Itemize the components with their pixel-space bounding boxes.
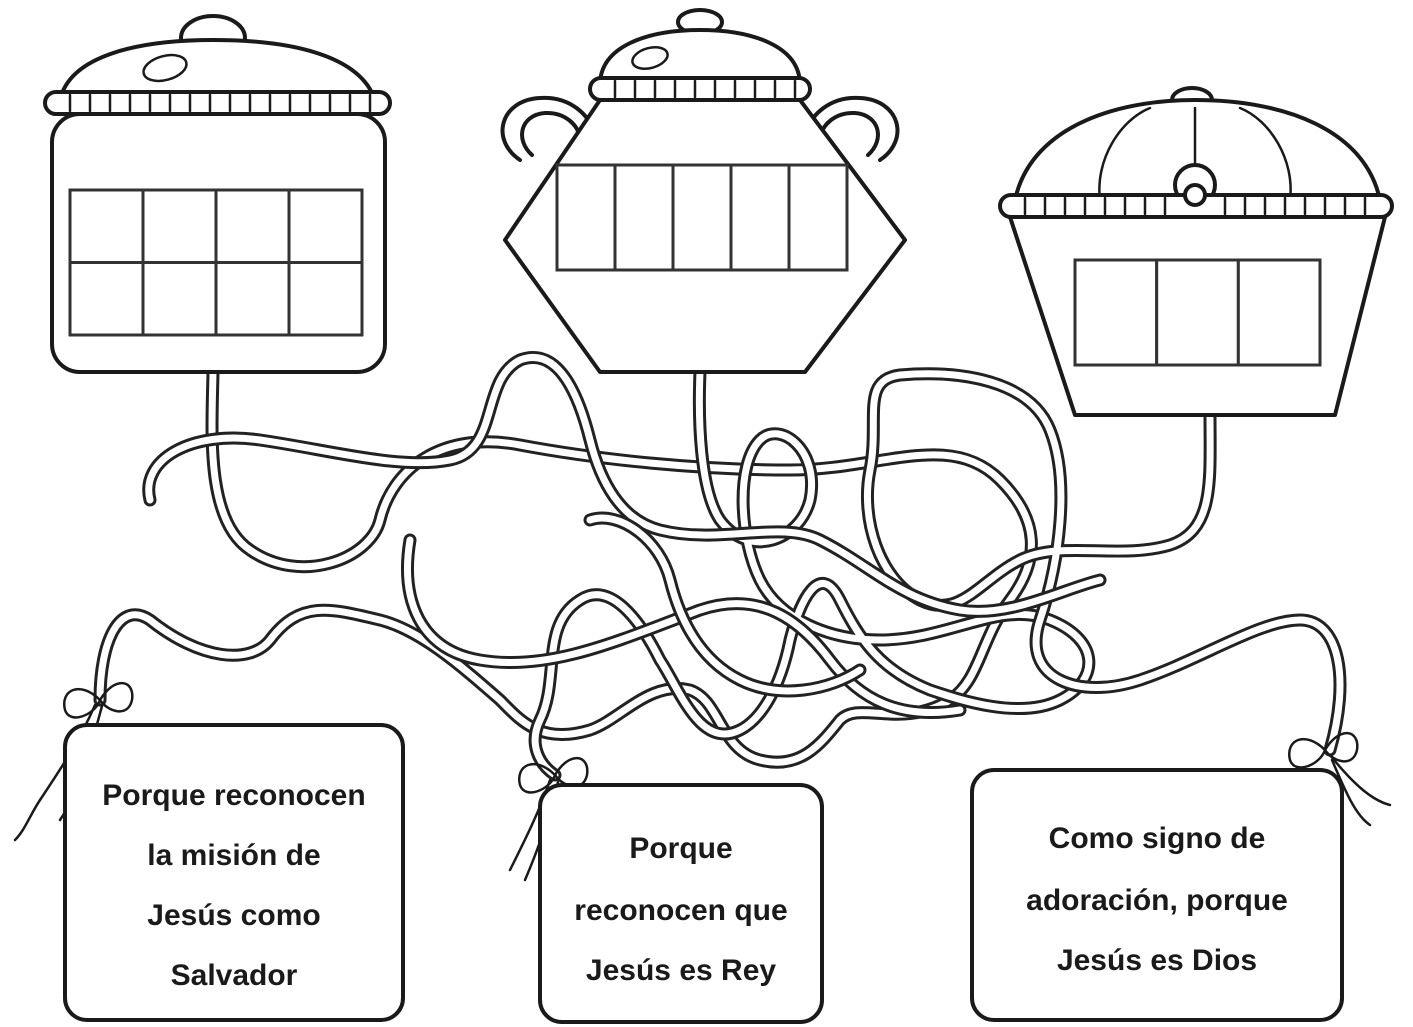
answer-grid-middle [555,163,849,272]
card-line: reconocen que [574,894,787,927]
letter-box[interactable] [141,188,218,264]
letter-box[interactable] [68,261,145,337]
answer-card-left[interactable]: Porque reconocen la misión de Jesús como… [63,723,405,1022]
letter-box[interactable] [1155,258,1240,367]
card-line: Salvador [171,959,298,992]
card-line: Porque [629,832,732,865]
card-line: Jesús es Rey [586,954,776,987]
card-line: Jesús como [147,899,320,932]
letter-box[interactable] [671,163,733,272]
answer-grid-right [1073,258,1322,367]
string-right-pot[interactable] [860,367,1347,757]
pot-left [43,14,392,374]
pot-right [998,86,1394,417]
letter-box[interactable] [1236,258,1322,367]
letter-box[interactable] [68,188,145,264]
lid-dome [58,38,377,102]
card-line: Jesús es Dios [1057,944,1257,977]
card-line: Como signo de [1049,822,1266,855]
letter-box[interactable] [555,163,617,272]
card-line: Porque reconocen [102,779,365,812]
answer-card-middle[interactable]: Porque reconocen que Jesús es Rey [538,783,824,1024]
answer-card-right[interactable]: Como signo de adoración, porque Jesús es… [970,768,1344,1022]
letter-box[interactable] [214,188,291,264]
card-line: adoración, porque [1026,884,1288,917]
letter-box[interactable] [287,261,364,337]
letter-box[interactable] [787,163,849,272]
letter-box[interactable] [729,163,791,272]
string-tangle [142,351,1107,720]
letter-box[interactable] [214,261,291,337]
maze-strings [93,351,1347,782]
answer-grid-left [68,188,364,337]
letter-box[interactable] [613,163,675,272]
lid-rim [43,90,392,116]
lid-dome [598,28,802,87]
letter-box[interactable] [141,261,218,337]
letter-box[interactable] [287,188,364,264]
lid-rim [588,76,812,102]
card-line: la misión de [147,839,320,872]
letter-box[interactable] [1073,258,1159,367]
pot-middle [500,8,907,374]
